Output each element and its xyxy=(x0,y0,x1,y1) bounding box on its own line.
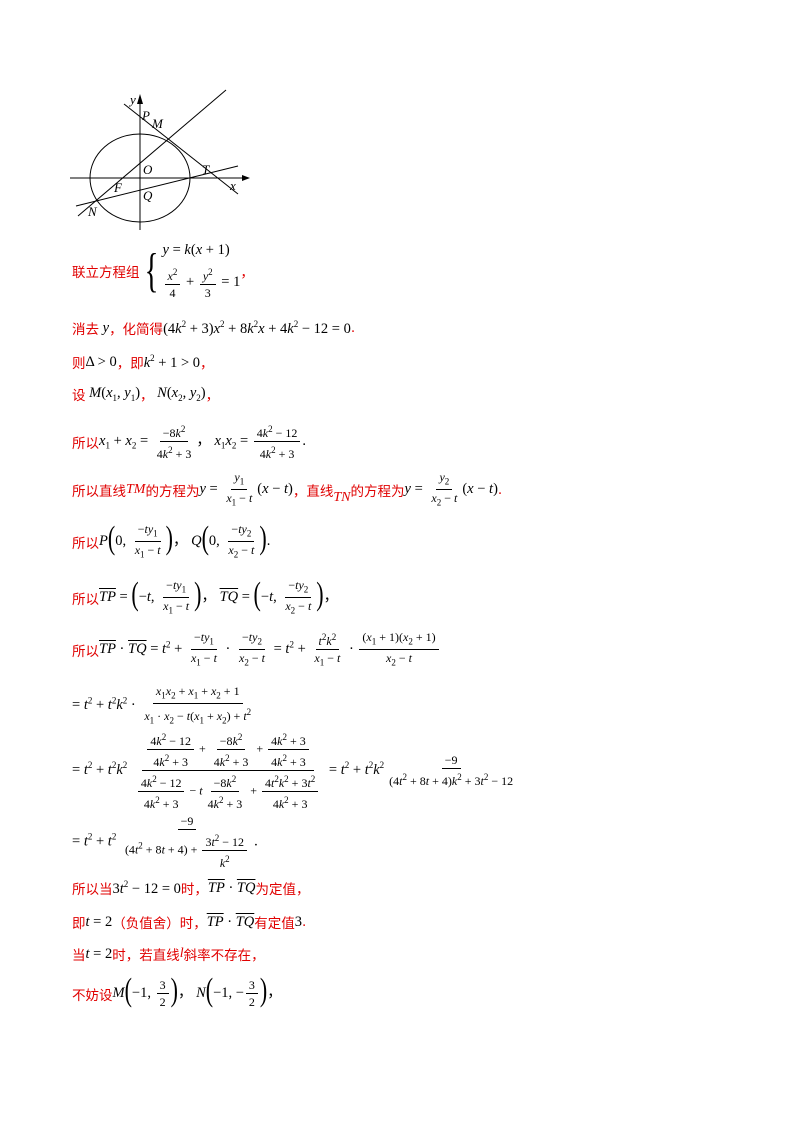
label-x: x xyxy=(229,178,236,193)
line-tp xyxy=(123,103,239,195)
line-tq xyxy=(75,165,239,207)
line-mn xyxy=(77,89,227,217)
line-slope: 当 t = 2 时，若直线 l 斜率不存在， xyxy=(72,945,265,965)
label-F: F xyxy=(113,180,123,195)
label-Q: Q xyxy=(143,188,153,203)
label-y: y xyxy=(128,92,136,107)
line-delta: 则 Δ > 0 ，即 k2 + 1 > 0 ， xyxy=(72,352,214,372)
line-condition: 所以当 3t2 − 12 = 0 时， TP · TQ 为定值， xyxy=(72,878,310,898)
text-simultaneous: 联立方程组 xyxy=(72,265,140,281)
label-P: P xyxy=(141,108,150,123)
label-N: N xyxy=(87,204,98,219)
x-axis-arrow xyxy=(242,175,250,181)
y-axis-arrow xyxy=(137,94,143,104)
label-M: M xyxy=(151,116,164,131)
line-t-value: 即 t = 2 （负值舍）时， TP · TQ 有定值 3 . xyxy=(72,913,307,933)
ellipse-figure: y P M O T x F Q N xyxy=(70,89,250,230)
label-O: O xyxy=(143,162,153,177)
line-eliminate: 消去 y ，化简得 (4k2 + 3)x2 + 8k2x + 4k2 − 12 … xyxy=(72,318,356,338)
line-set-mn: 设 M(x1, y1) ， N(x2, y2) ， xyxy=(72,385,220,404)
label-T: T xyxy=(202,162,210,177)
